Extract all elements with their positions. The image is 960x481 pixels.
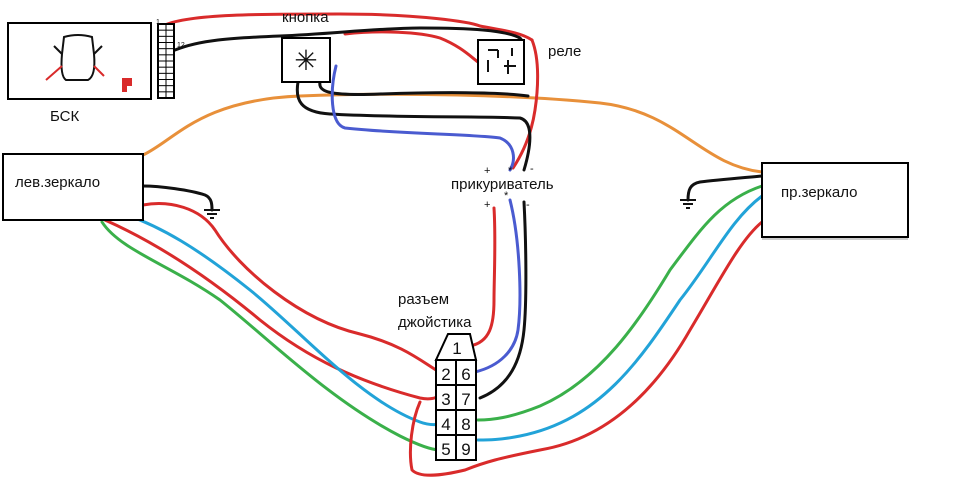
joystick-connector	[434, 333, 478, 461]
right-mirror-label: пр.зеркало	[781, 184, 858, 201]
connector-pin-3: 3	[441, 390, 450, 409]
black-wire-lighter-pin7	[478, 200, 528, 400]
black-wire-bsk-relay	[173, 26, 524, 58]
connector-label-line1: разъем	[398, 291, 449, 308]
ground-left-icon	[204, 209, 220, 219]
bsk-module	[7, 22, 152, 100]
connector-pin-4: 4	[441, 415, 450, 434]
button-asterisk-icon: ✳	[294, 45, 317, 76]
bsk-pin-connector: 1 12	[156, 19, 185, 99]
connector-pin-1: 1	[452, 339, 461, 358]
bsk-pin-last: 12	[177, 42, 185, 49]
lightblue-wire-right-pin9	[476, 194, 764, 442]
lighter-minus-lower: -	[526, 199, 530, 211]
left-mirror-box	[2, 153, 144, 221]
right-mirror-box	[761, 162, 909, 238]
green-wire-right-pin8	[476, 184, 764, 422]
car-outline-icon	[60, 34, 96, 81]
lighter-label: прикуриватель	[451, 176, 554, 193]
ground-right-icon	[680, 199, 696, 209]
red-wire-left-pin2	[141, 202, 438, 372]
red-wire-bsk-relay	[163, 12, 534, 42]
connector-pin-7: 7	[461, 390, 470, 409]
orange-wire	[141, 92, 764, 174]
relay-box	[477, 39, 525, 85]
red-wire-lighter-pin1	[468, 206, 497, 348]
connector-pin-6: 6	[461, 365, 470, 384]
connector-pin-5: 5	[441, 440, 450, 459]
red-wire-button-relay	[343, 30, 480, 64]
black-wire-button-lighter-a	[295, 80, 532, 172]
button-label: кнопка	[282, 9, 329, 26]
blue-wire-lighter-pin6	[473, 198, 522, 374]
connector-pin-9: 9	[461, 440, 470, 459]
connector-pin-8: 8	[461, 415, 470, 434]
black-wire-left-ground	[141, 184, 214, 212]
bsk-label: БСК	[50, 108, 80, 125]
flag-icon	[122, 78, 132, 92]
relay-label: реле	[548, 43, 581, 60]
black-wire-button-lighter-b	[318, 80, 530, 98]
red-wire-left-pin3	[103, 218, 440, 401]
blue-wire-button-lighter	[330, 64, 515, 172]
black-wire-right-ground	[686, 174, 764, 202]
lighter-minus-upper: -	[530, 163, 534, 175]
button-box	[281, 37, 331, 83]
lighter-star-upper: *	[508, 165, 513, 177]
lightblue-wire-left-pin4	[116, 210, 442, 427]
green-wire-left-pin5	[100, 220, 442, 452]
left-mirror-label: лев.зеркало	[15, 174, 100, 191]
bsk-pin-first: 1	[156, 19, 160, 26]
red-wire-right-pin9	[408, 220, 764, 477]
connector-pin-2: 2	[441, 365, 450, 384]
lighter-star-lower: *	[504, 190, 509, 202]
connector-label-line2: джойстика	[398, 314, 472, 331]
red-wire-relay-lighter	[511, 38, 540, 170]
lighter-plus-upper: +	[484, 165, 490, 177]
lighter-plus-lower: +	[484, 199, 490, 211]
